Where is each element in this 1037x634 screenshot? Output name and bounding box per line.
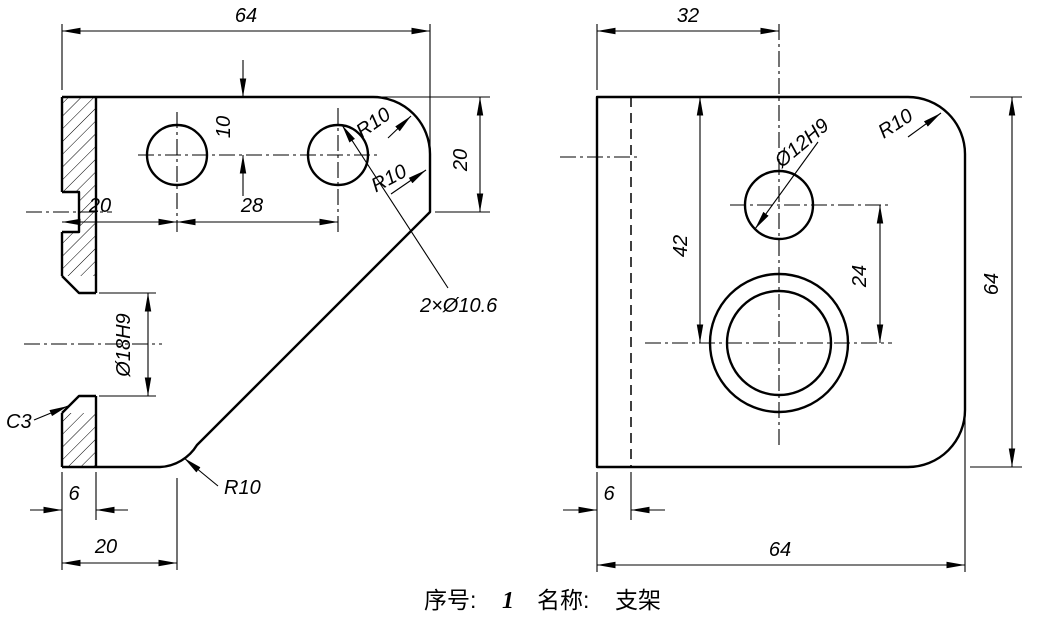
- side-view-centerlines: [560, 24, 892, 448]
- dim-hole-center-x: 32: [677, 5, 699, 27]
- radius-label-fillet: R10: [224, 477, 261, 499]
- dim-hole-spacing-vertical: 24: [849, 265, 871, 288]
- caption-name-label: 名称:: [537, 587, 589, 613]
- chamfer-label: C3: [6, 411, 32, 433]
- dim-overall-height: 64: [981, 273, 1003, 295]
- bore-diameter-label: Ø18H9: [113, 313, 135, 377]
- front-view-outline: [60, 95, 432, 469]
- dim-flange-thickness: 6: [68, 483, 80, 505]
- side-view-dimensions: 32 Ø12H9 R10 42 24 64 64: [563, 5, 1022, 572]
- dim-hole-top-offset: 10: [213, 116, 235, 138]
- radius-label-top-b: R10: [368, 160, 411, 197]
- holes-callout: 2×Ø10.6: [419, 295, 498, 317]
- front-view: 64 10 20 28 20 R10 R10 2×Ø10.6: [6, 5, 498, 570]
- radius-label-corner: R10: [874, 105, 917, 143]
- dim-hole-center-y: 42: [670, 235, 692, 257]
- caption-serial-value: 1: [502, 588, 514, 614]
- front-view-centerlines: [24, 108, 378, 345]
- caption-name-value: 支架: [615, 587, 661, 613]
- dim-overall-width: 64: [769, 539, 791, 561]
- dim-top-width: 64: [235, 5, 257, 27]
- caption-serial-label: 序号:: [424, 587, 476, 613]
- dim-hole-spacing: 28: [240, 195, 263, 217]
- title-block: 序号: 1 名称: 支架: [424, 587, 661, 614]
- front-view-dimensions: 64 10 20 28 20 R10 R10 2×Ø10.6: [6, 5, 498, 570]
- dim-hole-left-offset: 20: [88, 195, 111, 217]
- dim-bottom-offset: 20: [94, 536, 117, 558]
- side-view-outline: [595, 95, 967, 469]
- dim-right-edge-height: 20: [450, 149, 472, 172]
- side-view: 32 Ø12H9 R10 42 24 64 64: [560, 5, 1022, 572]
- dim-flange-thickness-side: 6: [603, 483, 615, 505]
- radius-label-top-a: R10: [352, 104, 395, 143]
